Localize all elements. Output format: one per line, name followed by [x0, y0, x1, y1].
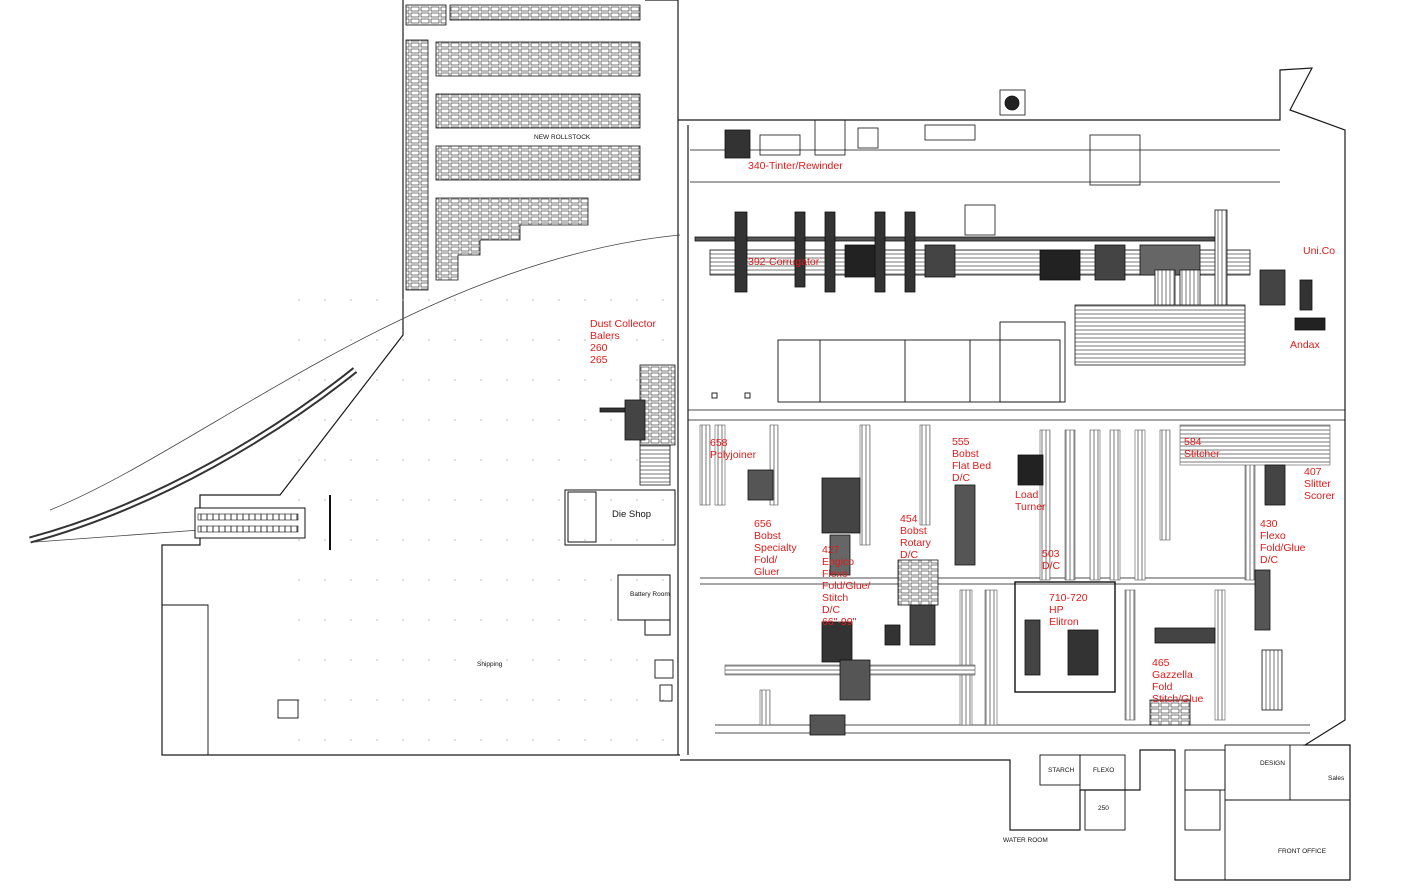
room-starch: STARCH — [1048, 767, 1075, 774]
dust-collector-equipment — [599, 364, 676, 486]
room-battery-room: Battery Room — [630, 591, 670, 598]
room-front-office: FRONT OFFICE — [1278, 848, 1326, 855]
label-656-bobst-specialty: 656 Bobst Specialty Fold/ Gluer — [754, 518, 797, 578]
label-uni-co: Uni.Co — [1303, 245, 1336, 257]
production-machines — [747, 454, 1286, 736]
corrugator-line — [694, 204, 1326, 366]
room-die-shop: Die Shop — [612, 509, 652, 520]
label-load-turner: Load Turner — [1015, 489, 1046, 513]
room-250: 250 — [1098, 805, 1109, 812]
battery-room — [617, 574, 671, 636]
room-water-room: WATER ROOM — [1003, 837, 1048, 844]
front-office-block — [1039, 744, 1351, 881]
room-flexo: FLEXO — [1093, 767, 1115, 774]
label-427-engico-flexo: 427 Engico Flexo Fold/Glue/ Stitch D/C 6… — [822, 544, 871, 628]
shipping-floor-grid — [280, 290, 675, 750]
label-407-slitter-scorer: 407 Slitter Scorer — [1304, 466, 1335, 502]
label-340-tinter-rewinder: 340-Tinter/Rewinder — [748, 160, 843, 172]
room-design: DESIGN — [1260, 760, 1285, 767]
label-430-flexo-fold-glue: 430 Flexo Fold/Glue D/C — [1260, 518, 1306, 566]
label-503-dc: 503 D/C — [1042, 548, 1061, 572]
shipping-walls — [162, 604, 674, 755]
label-584-stitcher: 584 Stitcher — [1184, 436, 1220, 460]
tinter-rewinder-line — [690, 89, 1280, 186]
label-465-gazzella: 465 Gazzella Fold Stitch/Glue — [1152, 657, 1204, 705]
label-dust-collector: Dust Collector Balers 260 265 — [590, 318, 656, 366]
label-658-polyjoiner: 658 Polyjoiner — [710, 437, 757, 461]
office-block — [711, 321, 1066, 403]
label-454-bobst-rotary: 454 Bobst Rotary D/C — [900, 513, 931, 561]
room-shipping: Shipping — [477, 661, 503, 668]
room-new-rollstock: NEW ROLLSTOCK — [534, 134, 591, 141]
die-shop-room — [564, 489, 676, 546]
room-sales: Sales — [1328, 775, 1345, 782]
label-710-720-hp-elitron: 710-720 HP Elitron — [1049, 592, 1088, 628]
label-andax: Andax — [1290, 339, 1320, 351]
rollstock-racks — [405, 4, 641, 291]
label-392-corrugator: 392-Corrugator — [748, 256, 820, 268]
production-floor-conveyors — [699, 424, 1331, 726]
label-555-bobst-flat-bed: 555 Bobst Flat Bed D/C — [952, 436, 992, 484]
